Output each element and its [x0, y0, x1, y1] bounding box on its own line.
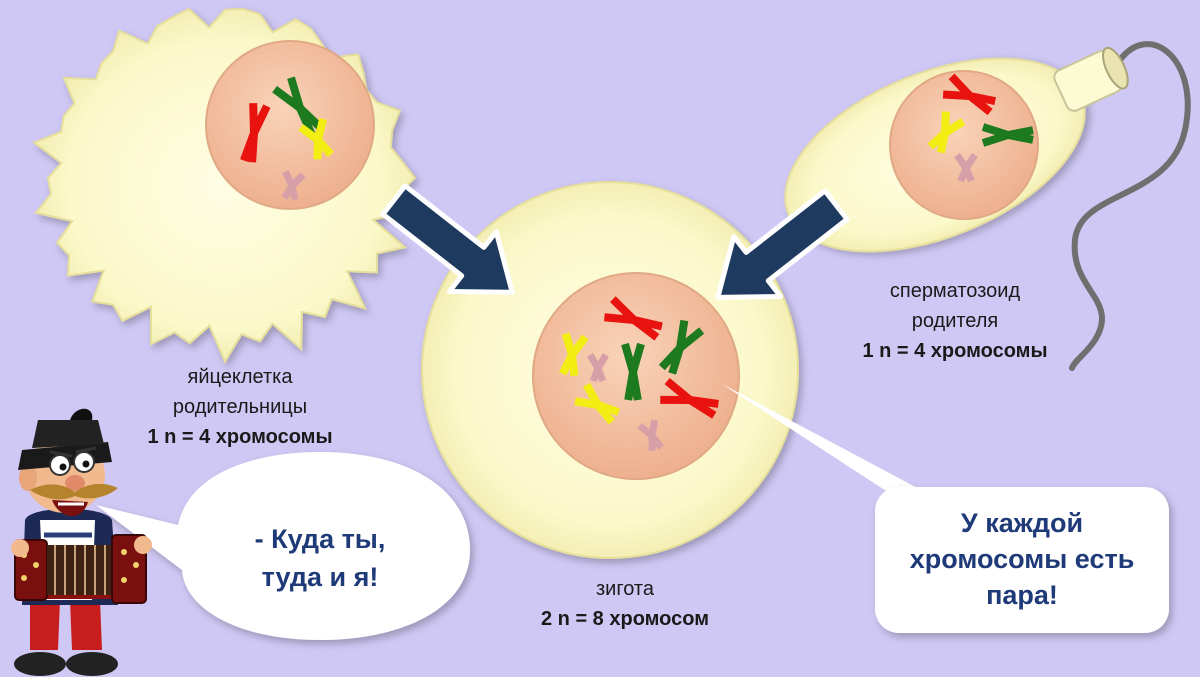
accordion-player-icon [11, 408, 152, 676]
chromosome-green [981, 123, 1034, 147]
sperm-chromosome-count: 1 n = 4 хромосомы [862, 340, 1048, 362]
egg-cell [32, 7, 417, 364]
chromosome-yellow [559, 332, 589, 377]
egg-name-line1: яйцеклетка [187, 366, 293, 388]
zygote-label: зигота 2 n = 8 хромосом [505, 574, 745, 634]
chromosome-red [942, 73, 996, 116]
sperm-nucleus [889, 70, 1039, 220]
character-speech-line2: туда и я! [261, 562, 379, 592]
speech-bubble-character [96, 452, 470, 640]
egg-chromosome-count: 1 n = 4 хромосомы [147, 426, 333, 448]
zygote-speech-line2: хромосомы есть [909, 544, 1135, 574]
egg-chromosomes [240, 76, 334, 201]
arrow-sperm-to-zygote [715, 188, 850, 300]
character-speech-line1: - Куда ты, [254, 524, 386, 554]
chromosome-red [660, 377, 719, 419]
chromosome-green [658, 319, 705, 375]
chromosome-pink [637, 419, 665, 451]
zygote-speech-line3: пара! [986, 580, 1058, 610]
speech-bubble-zygote [875, 487, 1169, 633]
chromosome-green [621, 342, 645, 401]
egg-name-line2: родительницы [172, 396, 308, 418]
zygote-name: зигота [596, 578, 654, 600]
chromosome-pink [281, 170, 306, 201]
chromosome-pink [587, 353, 609, 383]
chromosome-red [604, 296, 663, 341]
arrow-egg-to-zygote [380, 183, 515, 295]
chromosome-yellow [927, 111, 966, 154]
chromosome-pink [954, 153, 978, 183]
chromosome-red [240, 103, 271, 163]
sperm-name-line2: родителя [911, 310, 999, 332]
zygote-chromosomes [559, 296, 719, 451]
chromosome-yellow [298, 118, 334, 160]
sperm-tail [1069, 41, 1191, 371]
chromosome-yellow [574, 382, 620, 425]
zygote-speech-text: У каждой хромосомы есть пара! [878, 505, 1166, 613]
sperm-connector [1053, 46, 1129, 112]
zygote-speech-line1: У каждой [960, 508, 1084, 538]
speech-bubble-zygote-pointer [722, 384, 940, 500]
sperm-name-line1: сперматозоид [889, 280, 1021, 302]
egg-nucleus [205, 40, 375, 210]
egg-label: яйцеклетка родительницы 1 n = 4 хромосом… [110, 362, 370, 452]
sperm-label: сперматозоид родителя 1 n = 4 хромосомы [830, 276, 1080, 366]
character-speech-text: - Куда ты, туда и я! [200, 520, 440, 596]
sperm-chromosomes [927, 73, 1034, 183]
zygote-chromosome-count: 2 n = 8 хромосом [540, 608, 710, 630]
